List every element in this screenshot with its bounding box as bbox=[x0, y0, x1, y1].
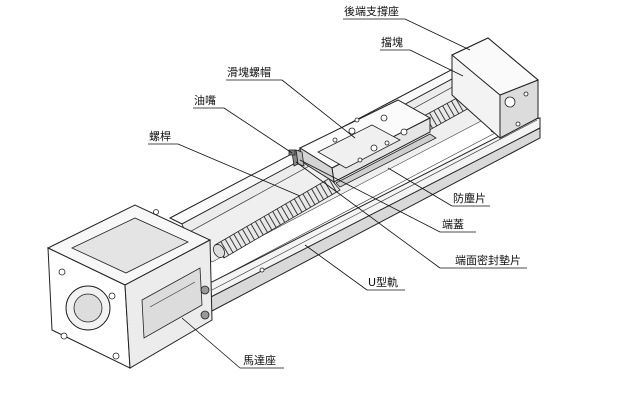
label-slide-block-nut: 滑塊螺帽 bbox=[227, 66, 271, 79]
leader-lines bbox=[148, 18, 527, 369]
slide-block bbox=[288, 99, 437, 188]
label-end-cap: 端蓋 bbox=[442, 218, 464, 231]
label-dust-cover: 防塵片 bbox=[453, 191, 486, 205]
label-stopper: 擋塊 bbox=[381, 35, 403, 49]
labels: 後端支撐座 擋塊 滑塊螺帽 油嘴 螺桿 防塵片 端蓋 端面密封墊片 U型軌 馬達… bbox=[149, 4, 521, 367]
rear-bearing-support bbox=[451, 37, 539, 139]
motor-seat bbox=[46, 204, 213, 369]
label-u-rail: U型軌 bbox=[368, 275, 398, 289]
label-motor-seat: 馬達座 bbox=[243, 353, 276, 367]
label-oil-nozzle: 油嘴 bbox=[194, 93, 216, 107]
label-screw-rod: 螺桿 bbox=[149, 129, 171, 143]
label-rear-bearing-support: 後端支撐座 bbox=[344, 4, 399, 18]
label-end-seal: 端面密封墊片 bbox=[455, 253, 521, 267]
